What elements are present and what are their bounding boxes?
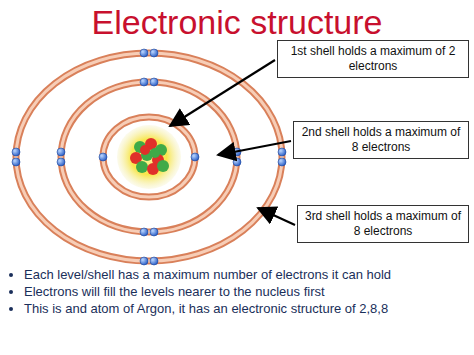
leader-arrows <box>170 60 295 225</box>
electron-shells <box>16 53 282 261</box>
callout-box: 1st shell holds a maximum of 2 electrons <box>277 40 469 78</box>
callout-box: 3rd shell holds a maximum of 8 electrons <box>297 205 469 243</box>
bullet-note: This is and atom of Argon, it has an ele… <box>24 300 468 317</box>
nucleus <box>117 125 181 189</box>
bullet-note: Electrons will fill the levels nearer to… <box>24 283 468 300</box>
diagram-title: Electronic structure <box>0 2 474 42</box>
electrons <box>12 49 286 265</box>
callout-text: 3rd shell holds a maximum of 8 electrons <box>303 209 463 239</box>
callout-text: 2nd shell holds a maximum of 8 electrons <box>299 125 463 155</box>
callout-text: 1st shell holds a maximum of 2 electrons <box>283 44 463 74</box>
callout-box: 2nd shell holds a maximum of 8 electrons <box>293 121 469 159</box>
bullet-note: Each level/shell has a maximum number of… <box>24 266 468 283</box>
bullet-list: Each level/shell has a maximum number of… <box>6 266 468 317</box>
